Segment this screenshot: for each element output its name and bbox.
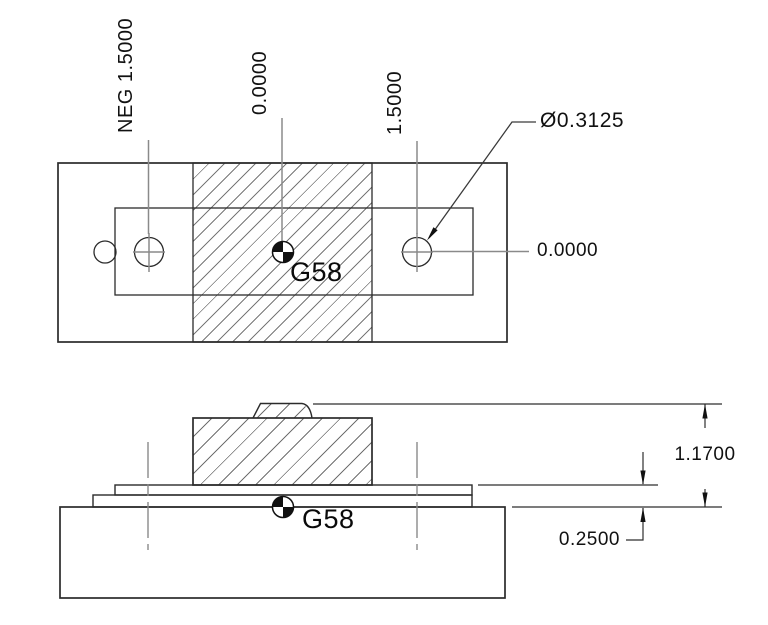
dim-thickness-lower xyxy=(626,508,644,541)
x-zero-dimension-label: 0.0000 xyxy=(249,50,271,115)
x-neg-dimension-label: NEG 1.5000 xyxy=(115,17,137,133)
front-view-boss-hatch xyxy=(253,403,312,418)
upper-plate-outline xyxy=(114,484,473,496)
hole-diameter-label: Ø0.3125 xyxy=(540,109,625,132)
boss-outline xyxy=(252,402,313,419)
block-outline-front xyxy=(192,417,373,486)
overall-height-dimension-label: 1.1700 xyxy=(674,444,736,465)
x-pos-dimension-label: 1.5000 xyxy=(384,70,406,135)
work-offset-label-top: G58 xyxy=(290,257,343,287)
leader-arrowhead xyxy=(427,227,438,241)
hole-centerlines xyxy=(147,442,418,550)
dimension-lines xyxy=(313,403,722,541)
work-offset-label-front: G58 xyxy=(302,504,355,534)
top-view-leaders xyxy=(133,118,529,272)
wcs-origin-icon-front xyxy=(271,495,295,519)
plate-thickness-dimension-label: 0.2500 xyxy=(558,529,620,550)
base-plate-outline-front xyxy=(59,506,506,599)
dimension-arrowheads xyxy=(640,404,708,522)
wcs-origin-icon-top xyxy=(271,240,295,264)
dowel-hole xyxy=(93,240,117,264)
hole-diameter-leader xyxy=(427,121,536,241)
front-view-block-hatch xyxy=(193,418,372,485)
y-zero-dimension-label: 0.0000 xyxy=(537,240,599,261)
